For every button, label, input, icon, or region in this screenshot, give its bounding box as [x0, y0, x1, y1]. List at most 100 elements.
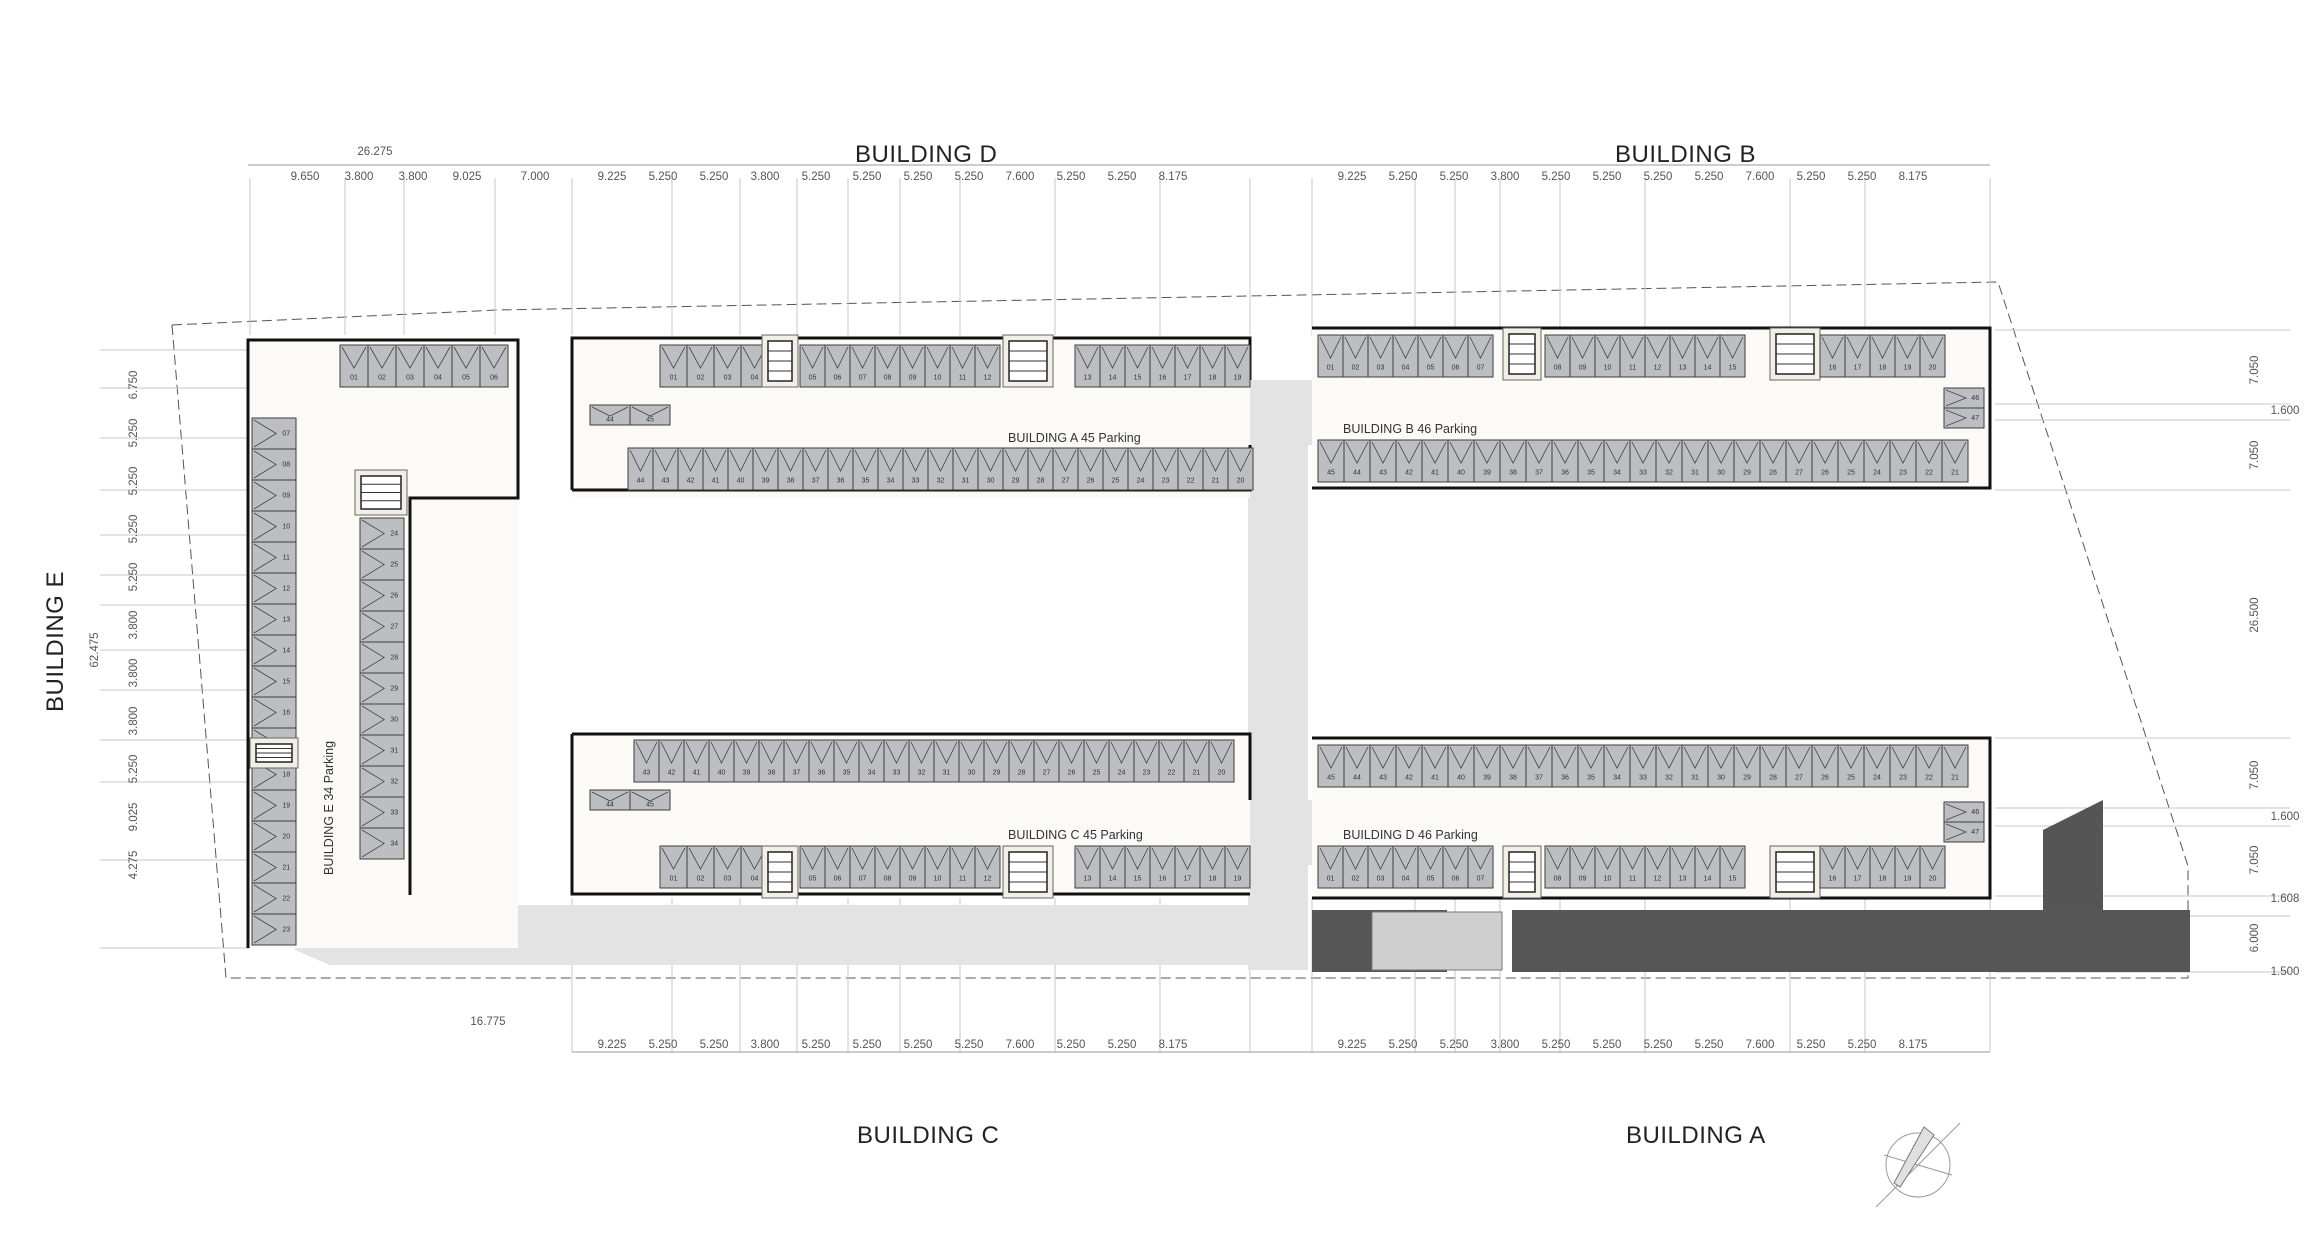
a-lower-stall-mark-08 — [1546, 847, 1569, 870]
a-lower-stall-num-19: 19 — [1904, 875, 1912, 882]
d-upper-stall-mark-10 — [926, 346, 949, 369]
dim-c-bottom-9: 5.250 — [1057, 1039, 1086, 1051]
a-lower-stall-num-01: 01 — [1327, 875, 1335, 882]
d-upper-stall-num-13: 13 — [1084, 374, 1092, 381]
north-arrow-icon — [1875, 1122, 1961, 1208]
b-upper-stall-num-11: 11 — [1629, 364, 1636, 371]
e-top-stall-num-02: 02 — [378, 374, 386, 381]
b-upper-stall-mark-09 — [1571, 336, 1594, 359]
b-upper-stall-num-04: 04 — [1402, 364, 1410, 371]
a-upper-stall-num-26: 26 — [1821, 774, 1829, 781]
a-lower-stall-num-16: 16 — [1829, 875, 1837, 882]
d-lower-stall-num-40: 40 — [737, 477, 745, 484]
b-lower-stall-num-26: 26 — [1821, 469, 1829, 476]
e-left-stall-num-10: 10 — [282, 524, 290, 531]
d-upper-stall-num-14: 14 — [1109, 374, 1117, 381]
dim-c-bottom-8: 7.600 — [1006, 1039, 1035, 1051]
d-lower-stall-mark-43 — [654, 449, 677, 472]
b-upper-stall-mark-07 — [1469, 336, 1492, 359]
d-upper-stall-num-11: 11 — [959, 374, 966, 381]
c-lower-stall-num-13: 13 — [1084, 875, 1092, 882]
c-lower-stall-num-19: 19 — [1234, 875, 1242, 882]
c-upper-stall-num-24: 24 — [1118, 769, 1126, 776]
a-upper-stall-mark-39 — [1475, 746, 1499, 769]
c-upper-stall-num-21: 21 — [1193, 769, 1201, 776]
a-lower-stall-mark-13 — [1671, 847, 1694, 870]
b-upper-stall-num-07: 07 — [1477, 364, 1485, 371]
c-upper-stall-num-41: 41 — [693, 769, 701, 776]
c-lower-stall-mark-15 — [1126, 847, 1149, 870]
b-lower-stall-mark-43 — [1371, 441, 1395, 464]
d-lower-stall-mark-20 — [1229, 449, 1252, 472]
c-lower-stall-mark-10 — [926, 847, 949, 870]
d-upper-stall-num-16: 16 — [1159, 374, 1167, 381]
d-upper-stall-num-08: 08 — [884, 374, 892, 381]
c-lower-stall-mark-16 — [1151, 847, 1174, 870]
b-lower-stall-mark-33 — [1631, 441, 1655, 464]
b-lower-stall-mark-29 — [1735, 441, 1759, 464]
dim-b-top-3: 3.800 — [1491, 171, 1520, 183]
dim-e-vert-3: 5.250 — [128, 515, 140, 544]
ground-slabs — [1312, 800, 2190, 972]
e-right-stall-num-31: 31 — [390, 748, 398, 755]
a-upper-stall-num-22: 22 — [1925, 774, 1933, 781]
b-upper-stall-num-20: 20 — [1929, 364, 1937, 371]
dim-a-bottom-6: 5.250 — [1644, 1039, 1673, 1051]
e-left-stall-num-19: 19 — [282, 803, 290, 810]
a-upper-stall-num-28: 28 — [1769, 774, 1777, 781]
a-lower-stall-num-18: 18 — [1879, 875, 1887, 882]
c-lower-stall-mark-12 — [976, 847, 999, 870]
b-upper-stall-mark-18 — [1871, 336, 1894, 359]
e-top-stall-num-01: 01 — [350, 374, 358, 381]
a-upper-stall-mark-28 — [1761, 746, 1785, 769]
b-lower-stall-mark-40 — [1449, 441, 1473, 464]
c-lower-stall-num-14: 14 — [1109, 875, 1117, 882]
c-lower-stall-num-04: 04 — [751, 875, 759, 882]
d-upper-stall-num-17: 17 — [1184, 374, 1192, 381]
dim-d-top-11: 8.175 — [1159, 171, 1188, 183]
e-left-stall-num-15: 15 — [282, 679, 290, 686]
a-upper-stall-num-32: 32 — [1665, 774, 1673, 781]
dim-a-bottom-1: 5.250 — [1389, 1039, 1418, 1051]
d-lower-stall-num-24: 24 — [1137, 477, 1145, 484]
d-lower-stall-mark-42 — [679, 449, 702, 472]
a-lower-stall-mark-14 — [1696, 847, 1719, 870]
d-upper-stall-mark-08 — [876, 346, 899, 369]
b-lower-stall-num-24: 24 — [1873, 469, 1881, 476]
dim-right-1: 1.600 — [2271, 405, 2300, 417]
c-lower-stall-mark-13 — [1076, 847, 1099, 870]
c-lower-stall-mark-05 — [801, 847, 824, 870]
c-upper-stall-num-25: 25 — [1093, 769, 1101, 776]
b-end-stall-mark-46 — [1945, 389, 1968, 407]
a-upper-stall-num-35: 35 — [1587, 774, 1595, 781]
title-building-e: BUILDING E — [42, 571, 69, 712]
dim-d-top-5: 5.250 — [853, 171, 882, 183]
b-upper-stall-mark-17 — [1846, 336, 1869, 359]
d-upper-stall-num-06: 06 — [834, 374, 842, 381]
a-end-stall-mark-47 — [1945, 823, 1968, 841]
e-top-stall-num-03: 03 — [406, 374, 414, 381]
a-upper-stall-num-44: 44 — [1353, 774, 1361, 781]
b-lower-stall-mark-25 — [1839, 441, 1863, 464]
d-lower-stall-mark-28 — [1029, 449, 1052, 472]
d-lower-stall-mark-26 — [1079, 449, 1102, 472]
dim-b-top-9: 5.250 — [1797, 171, 1826, 183]
dim-c-bottom-7: 5.250 — [955, 1039, 984, 1051]
a-lower-stall-mark-02 — [1344, 847, 1367, 870]
a-upper-stall-mark-31 — [1683, 746, 1707, 769]
e-left-stall-num-23: 23 — [282, 927, 290, 934]
e-left-stall-mark-08 — [253, 450, 277, 479]
c-upper-stall-num-36: 36 — [818, 769, 826, 776]
d-lower-stall-num-38: 38 — [787, 477, 795, 484]
a-lower-stall-num-14: 14 — [1704, 875, 1712, 882]
a-upper-stall-mark-29 — [1735, 746, 1759, 769]
a-lower-stall-mark-15 — [1721, 847, 1744, 870]
d-lower-stall-num-28: 28 — [1037, 477, 1045, 484]
d-lower-stall-mark-21 — [1204, 449, 1227, 472]
b-lower-stall-num-44: 44 — [1353, 469, 1361, 476]
drive-center-spine — [1248, 380, 1308, 970]
b-upper-stall-mark-06 — [1444, 336, 1467, 359]
bay-wall-5 — [1312, 736, 1992, 900]
e-left-stall-num-09: 09 — [282, 493, 290, 500]
